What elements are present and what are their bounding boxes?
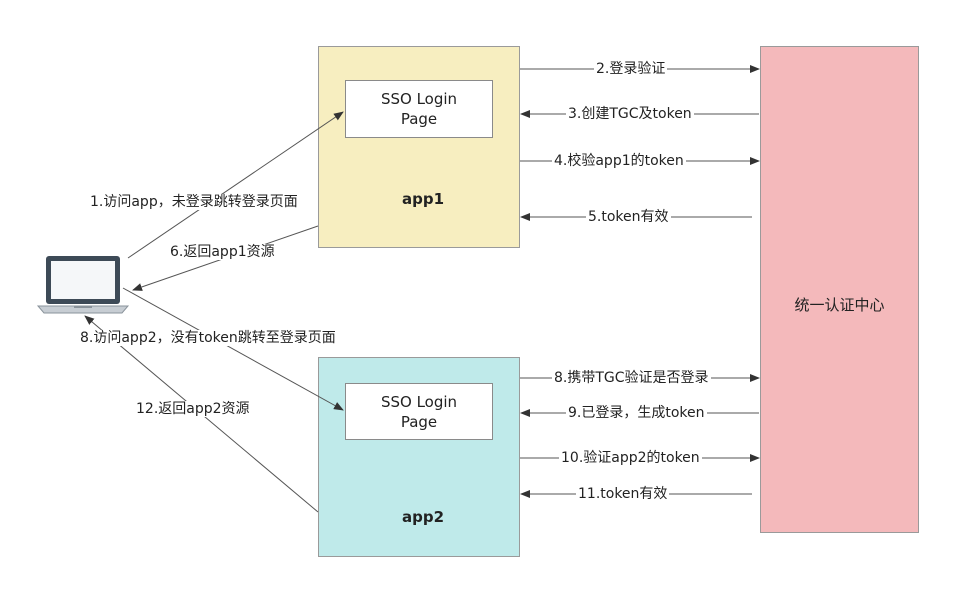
edge-label-11: 11.token有效 bbox=[576, 486, 670, 502]
edge-label-10: 10.验证app2的token bbox=[559, 450, 702, 466]
app2-sso-login-page: SSO Login Page bbox=[345, 383, 493, 440]
app2-label: app2 bbox=[402, 508, 445, 526]
edge-label-1: 1.访问app，未登录跳转登录页面 bbox=[88, 194, 300, 210]
edge-label-8b: 8.携带TGC验证是否登录 bbox=[552, 370, 711, 386]
edge-label-12: 12.返回app2资源 bbox=[134, 401, 252, 417]
arrow-8a bbox=[122, 287, 344, 411]
app1-label: app1 bbox=[402, 190, 445, 208]
edge-label-8a: 8.访问app2，没有token跳转至登录页面 bbox=[78, 330, 338, 346]
laptop-icon bbox=[36, 256, 130, 314]
app1-sso-login-page: SSO Login Page bbox=[345, 80, 493, 138]
auth-center-label: 统一认证中心 bbox=[794, 296, 885, 314]
edge-label-5: 5.token有效 bbox=[586, 209, 671, 225]
edge-label-4: 4.校验app1的token bbox=[552, 153, 686, 169]
edge-label-6: 6.返回app1资源 bbox=[168, 244, 277, 260]
edge-label-9: 9.已登录，生成token bbox=[566, 405, 707, 421]
edge-label-3: 3.创建TGC及token bbox=[566, 106, 694, 122]
app1-box bbox=[318, 46, 520, 248]
auth-center-box bbox=[760, 46, 919, 533]
edge-label-2: 2.登录验证 bbox=[594, 61, 668, 77]
arrow-1 bbox=[127, 111, 344, 259]
